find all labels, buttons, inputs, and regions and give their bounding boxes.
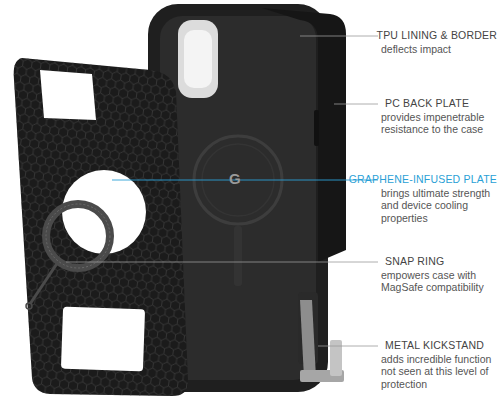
snap-ring-tab (30, 262, 58, 304)
part-name: SNAP RING (385, 255, 444, 268)
plate-stand-cutout (61, 307, 145, 372)
graphene-hex-pattern (14, 58, 188, 396)
leader-line (66, 262, 378, 263)
pc-back-plate (262, 8, 346, 262)
camera-cutout (178, 20, 218, 98)
snap-ring (46, 204, 110, 268)
part-name: TPU LINING & BORDER (377, 29, 497, 42)
leader-line (112, 180, 378, 181)
part-description: empowers case with MagSafe compatibility (381, 269, 497, 294)
plate-camera-cutout (40, 70, 96, 120)
part-name: METAL KICKSTAND (385, 339, 484, 352)
part-description: provides impenetrable resistance to the … (381, 111, 497, 136)
leader-line (318, 346, 378, 347)
part-description: brings ultimate strength and device cool… (381, 187, 497, 225)
side-button (314, 110, 319, 146)
part-description: adds incredible function not seen at thi… (381, 353, 497, 391)
leader-line (334, 104, 378, 105)
graphene-plate (14, 58, 188, 396)
leader-line (300, 36, 378, 37)
snap-ring-texture (46, 204, 110, 268)
snap-ring-tab-end (26, 303, 32, 309)
camera-cutout-inner (184, 30, 212, 88)
part-description: deflects impact (381, 43, 497, 56)
brand-logo: G (229, 170, 241, 188)
part-name: GRAPHENE-INFUSED PLATE (349, 173, 497, 186)
part-name: PC BACK PLATE (385, 97, 469, 110)
kickstand-arm (300, 300, 316, 378)
kickstand-leg (330, 340, 342, 376)
case-magnet-bar (234, 226, 242, 286)
